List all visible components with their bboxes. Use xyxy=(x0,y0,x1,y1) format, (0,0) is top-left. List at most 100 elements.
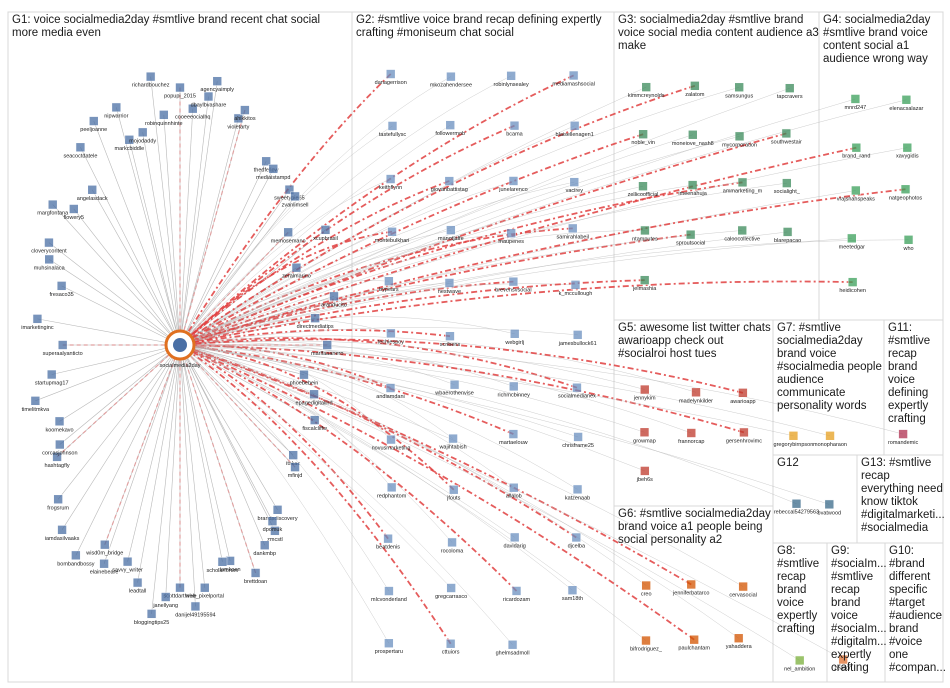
graph-node[interactable] xyxy=(508,176,519,186)
graph-node[interactable] xyxy=(449,379,460,390)
graph-node[interactable] xyxy=(384,638,394,649)
graph-node[interactable] xyxy=(847,233,857,244)
graph-node[interactable] xyxy=(444,176,455,186)
graph-node[interactable] xyxy=(385,69,396,79)
graph-node[interactable] xyxy=(903,234,914,245)
graph-node[interactable] xyxy=(268,164,279,174)
graph-node[interactable] xyxy=(446,583,456,593)
graph-node[interactable] xyxy=(87,184,98,195)
graph-node[interactable] xyxy=(448,433,458,444)
graph-node[interactable] xyxy=(508,482,519,493)
graph-node[interactable] xyxy=(160,592,171,602)
graph-node[interactable] xyxy=(572,382,582,393)
graph-node[interactable] xyxy=(329,291,339,302)
graph-node[interactable] xyxy=(901,94,912,105)
graph-node[interactable] xyxy=(738,388,748,398)
graph-node[interactable] xyxy=(445,331,455,341)
graph-node[interactable] xyxy=(384,586,394,596)
graph-node[interactable] xyxy=(57,340,68,350)
graph-node[interactable] xyxy=(737,177,748,188)
graph-node[interactable] xyxy=(508,381,519,392)
graph-node[interactable] xyxy=(791,498,802,509)
graph-node[interactable] xyxy=(572,484,583,495)
graph-node[interactable] xyxy=(506,71,516,81)
graph-node[interactable] xyxy=(47,199,58,210)
graph-node[interactable] xyxy=(639,384,650,395)
graph-node[interactable] xyxy=(685,229,696,240)
graph-node[interactable] xyxy=(283,227,293,238)
graph-node[interactable] xyxy=(386,482,397,493)
graph-node[interactable] xyxy=(570,280,581,290)
graph-node[interactable] xyxy=(569,120,580,131)
graph-node[interactable] xyxy=(52,452,62,462)
graph-node[interactable] xyxy=(387,226,397,237)
graph-node[interactable] xyxy=(146,609,157,619)
graph-node[interactable] xyxy=(788,430,799,441)
graph-node[interactable] xyxy=(733,633,744,644)
graph-node[interactable] xyxy=(124,134,135,145)
graph-node[interactable] xyxy=(291,262,302,273)
graph-node[interactable] xyxy=(261,156,271,167)
graph-node[interactable] xyxy=(687,180,698,190)
graph-node[interactable] xyxy=(640,225,650,236)
graph-node[interactable] xyxy=(572,330,583,340)
graph-node[interactable] xyxy=(203,91,214,102)
graph-node[interactable] xyxy=(320,225,331,235)
graph-node[interactable] xyxy=(187,103,198,114)
graph-node[interactable] xyxy=(567,585,578,596)
graph-node[interactable] xyxy=(782,227,793,237)
graph-node[interactable] xyxy=(639,427,650,438)
graph-node[interactable] xyxy=(386,434,396,445)
graph-node[interactable] xyxy=(299,369,309,380)
graph-node[interactable] xyxy=(691,387,701,398)
graph-node[interactable] xyxy=(511,586,522,596)
graph-node[interactable] xyxy=(75,142,86,153)
graph-node[interactable] xyxy=(175,82,185,93)
graph-node[interactable] xyxy=(507,639,518,650)
graph-node[interactable] xyxy=(175,582,185,593)
graph-node[interactable] xyxy=(111,102,122,113)
graph-node[interactable] xyxy=(259,540,270,551)
graph-node[interactable] xyxy=(212,76,223,86)
graph-node[interactable] xyxy=(569,177,580,187)
graph-node[interactable] xyxy=(898,429,908,439)
graph-node[interactable] xyxy=(310,313,320,323)
graph-node[interactable] xyxy=(690,81,700,91)
graph-node[interactable] xyxy=(122,556,133,567)
graph-node[interactable] xyxy=(782,178,792,188)
graph-node[interactable] xyxy=(824,499,835,510)
graph-node[interactable] xyxy=(99,539,110,550)
graph-node[interactable] xyxy=(270,526,280,536)
graph-node[interactable] xyxy=(686,579,697,590)
graph-node[interactable] xyxy=(689,634,699,645)
graph-node[interactable] xyxy=(781,128,792,139)
graph-node[interactable] xyxy=(309,389,319,400)
graph-node[interactable] xyxy=(573,432,583,442)
graph-node[interactable] xyxy=(54,416,65,427)
graph-node[interactable] xyxy=(641,82,652,92)
graph-node[interactable] xyxy=(506,228,517,239)
graph-node[interactable] xyxy=(508,429,519,439)
graph-node[interactable] xyxy=(847,277,858,287)
graph-node[interactable] xyxy=(900,184,911,195)
graph-node[interactable] xyxy=(68,204,79,214)
graph-node[interactable] xyxy=(385,174,396,184)
graph-node[interactable] xyxy=(825,430,835,441)
graph-node[interactable] xyxy=(448,484,459,495)
graph-node[interactable] xyxy=(737,225,748,236)
graph-node[interactable] xyxy=(240,105,250,115)
graph-node[interactable] xyxy=(638,181,648,191)
graph-node[interactable] xyxy=(159,110,169,120)
graph-node[interactable] xyxy=(190,601,201,612)
graph-node[interactable] xyxy=(55,439,65,450)
graph-node[interactable] xyxy=(290,462,300,472)
graph-node[interactable] xyxy=(145,71,156,82)
graph-node[interactable] xyxy=(88,116,99,126)
graph-node[interactable] xyxy=(641,635,651,646)
graph-node[interactable] xyxy=(44,254,54,265)
graph-node[interactable] xyxy=(794,655,805,666)
graph-node[interactable] xyxy=(571,532,582,543)
graph-node[interactable] xyxy=(508,276,519,287)
graph-node[interactable] xyxy=(851,185,861,196)
graph-node[interactable] xyxy=(734,131,745,142)
